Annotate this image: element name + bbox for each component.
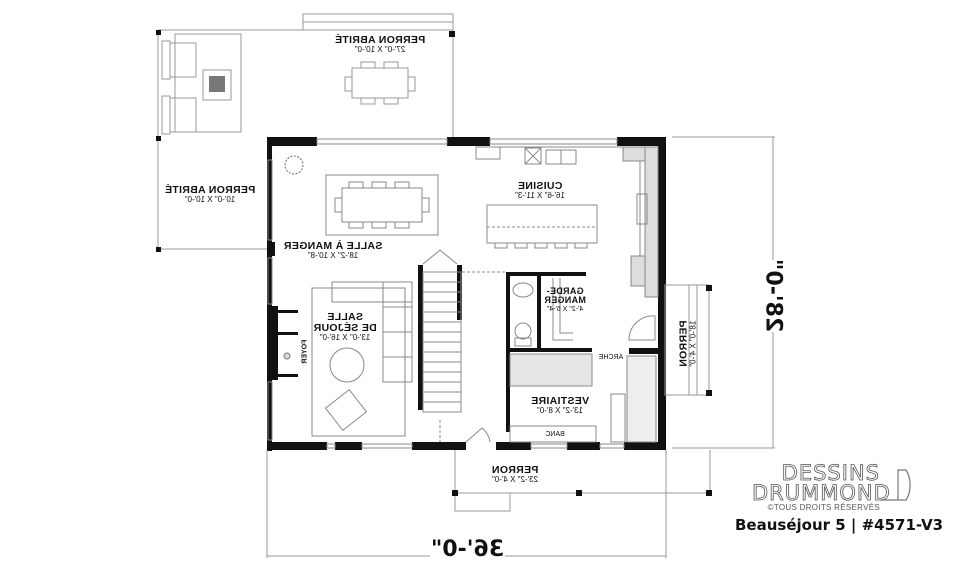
depth-dimension: 28'-0" (760, 258, 786, 333)
room-label-mudroom: VESTIAIRE 13'-2" X 8'-0" (530, 395, 590, 416)
brand-line-2: DRUMMOND (752, 481, 891, 505)
room-label-front-porch: PERRON 23'-2" X 4'-0" (491, 464, 539, 485)
brand-copyright: ©TOUS DROITS RÉSERVÉS (767, 503, 880, 512)
room-label-covered-porch-left: PERRON ABRITÉ 10'-0" X 10'-0" (164, 184, 256, 205)
width-dimension: 36'-0" (430, 537, 505, 562)
fireplace-label: FOYER (301, 339, 309, 364)
room-label-side-porch: PERRON 18'-0" X 4'-0" (677, 320, 698, 368)
plan-caption: Beauséjour 5 | #4571-V3 (735, 516, 944, 534)
arch-label: ARCHE (598, 354, 624, 361)
room-label-kitchen: CUISINE 16'-6" X 11'-3" (515, 180, 565, 201)
room-label-living-room: SALLE DE SÉJOUR 13'-0" X 16'-0" (313, 311, 377, 343)
room-label-pantry: GARDE- MANGER 4'-2" X 6'-4" (544, 286, 586, 313)
brand-line-1: DESSINS (781, 461, 880, 485)
room-label-dining-room: SALLE À MANGER 18'-2" X 10'-8" (283, 240, 383, 261)
room-label-covered-porch-top: PERRON ABRITÉ 27'-0" X 10'-0" (334, 34, 426, 55)
bench-label: BANC (545, 431, 565, 438)
